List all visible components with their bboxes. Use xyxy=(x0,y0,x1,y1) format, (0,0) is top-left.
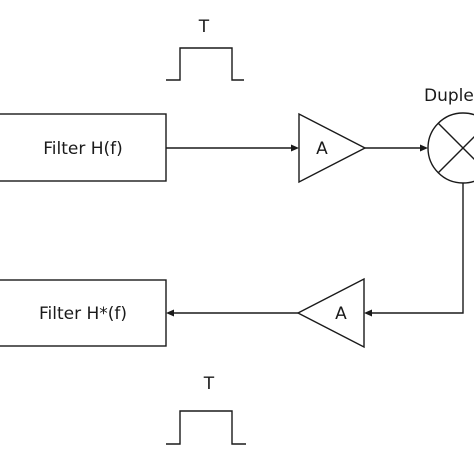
transmit-filter-label: Filter H(f) xyxy=(43,139,123,159)
arrow-into-rx-amp xyxy=(364,309,372,317)
receive-filter-box xyxy=(0,279,167,347)
duplexer-label: Duplexer xyxy=(424,86,474,106)
top-pulse: T xyxy=(166,17,244,81)
line-duplexer-to-rx-amp xyxy=(370,183,464,314)
arrow-into-duplexer xyxy=(420,144,428,152)
transmit-filter: Filter H(f) xyxy=(0,113,167,182)
bottom-pulse-waveform xyxy=(166,410,246,445)
transmit-filter-box xyxy=(0,113,167,182)
duplexer: Duplexer xyxy=(424,86,474,184)
arrow-into-rx-filter xyxy=(166,309,174,317)
arrow-into-tx-amp xyxy=(291,144,299,152)
receive-amplifier-label: A xyxy=(335,304,347,324)
bottom-pulse: T xyxy=(166,374,246,445)
top-pulse-waveform xyxy=(166,47,244,81)
receive-amplifier-triangle xyxy=(296,277,365,349)
transmit-amplifier-triangle xyxy=(298,112,367,184)
transmit-amplifier: A xyxy=(298,112,367,184)
bottom-pulse-label: T xyxy=(203,374,215,394)
duplexer-cross-b xyxy=(437,136,474,174)
receive-filter: Filter H*(f) xyxy=(0,279,167,347)
receive-filter-label: Filter H*(f) xyxy=(39,304,127,324)
duplexer-circle xyxy=(427,112,474,184)
transmit-amplifier-label: A xyxy=(316,139,328,159)
receive-amplifier: A xyxy=(296,277,365,349)
top-pulse-label: T xyxy=(198,17,210,37)
